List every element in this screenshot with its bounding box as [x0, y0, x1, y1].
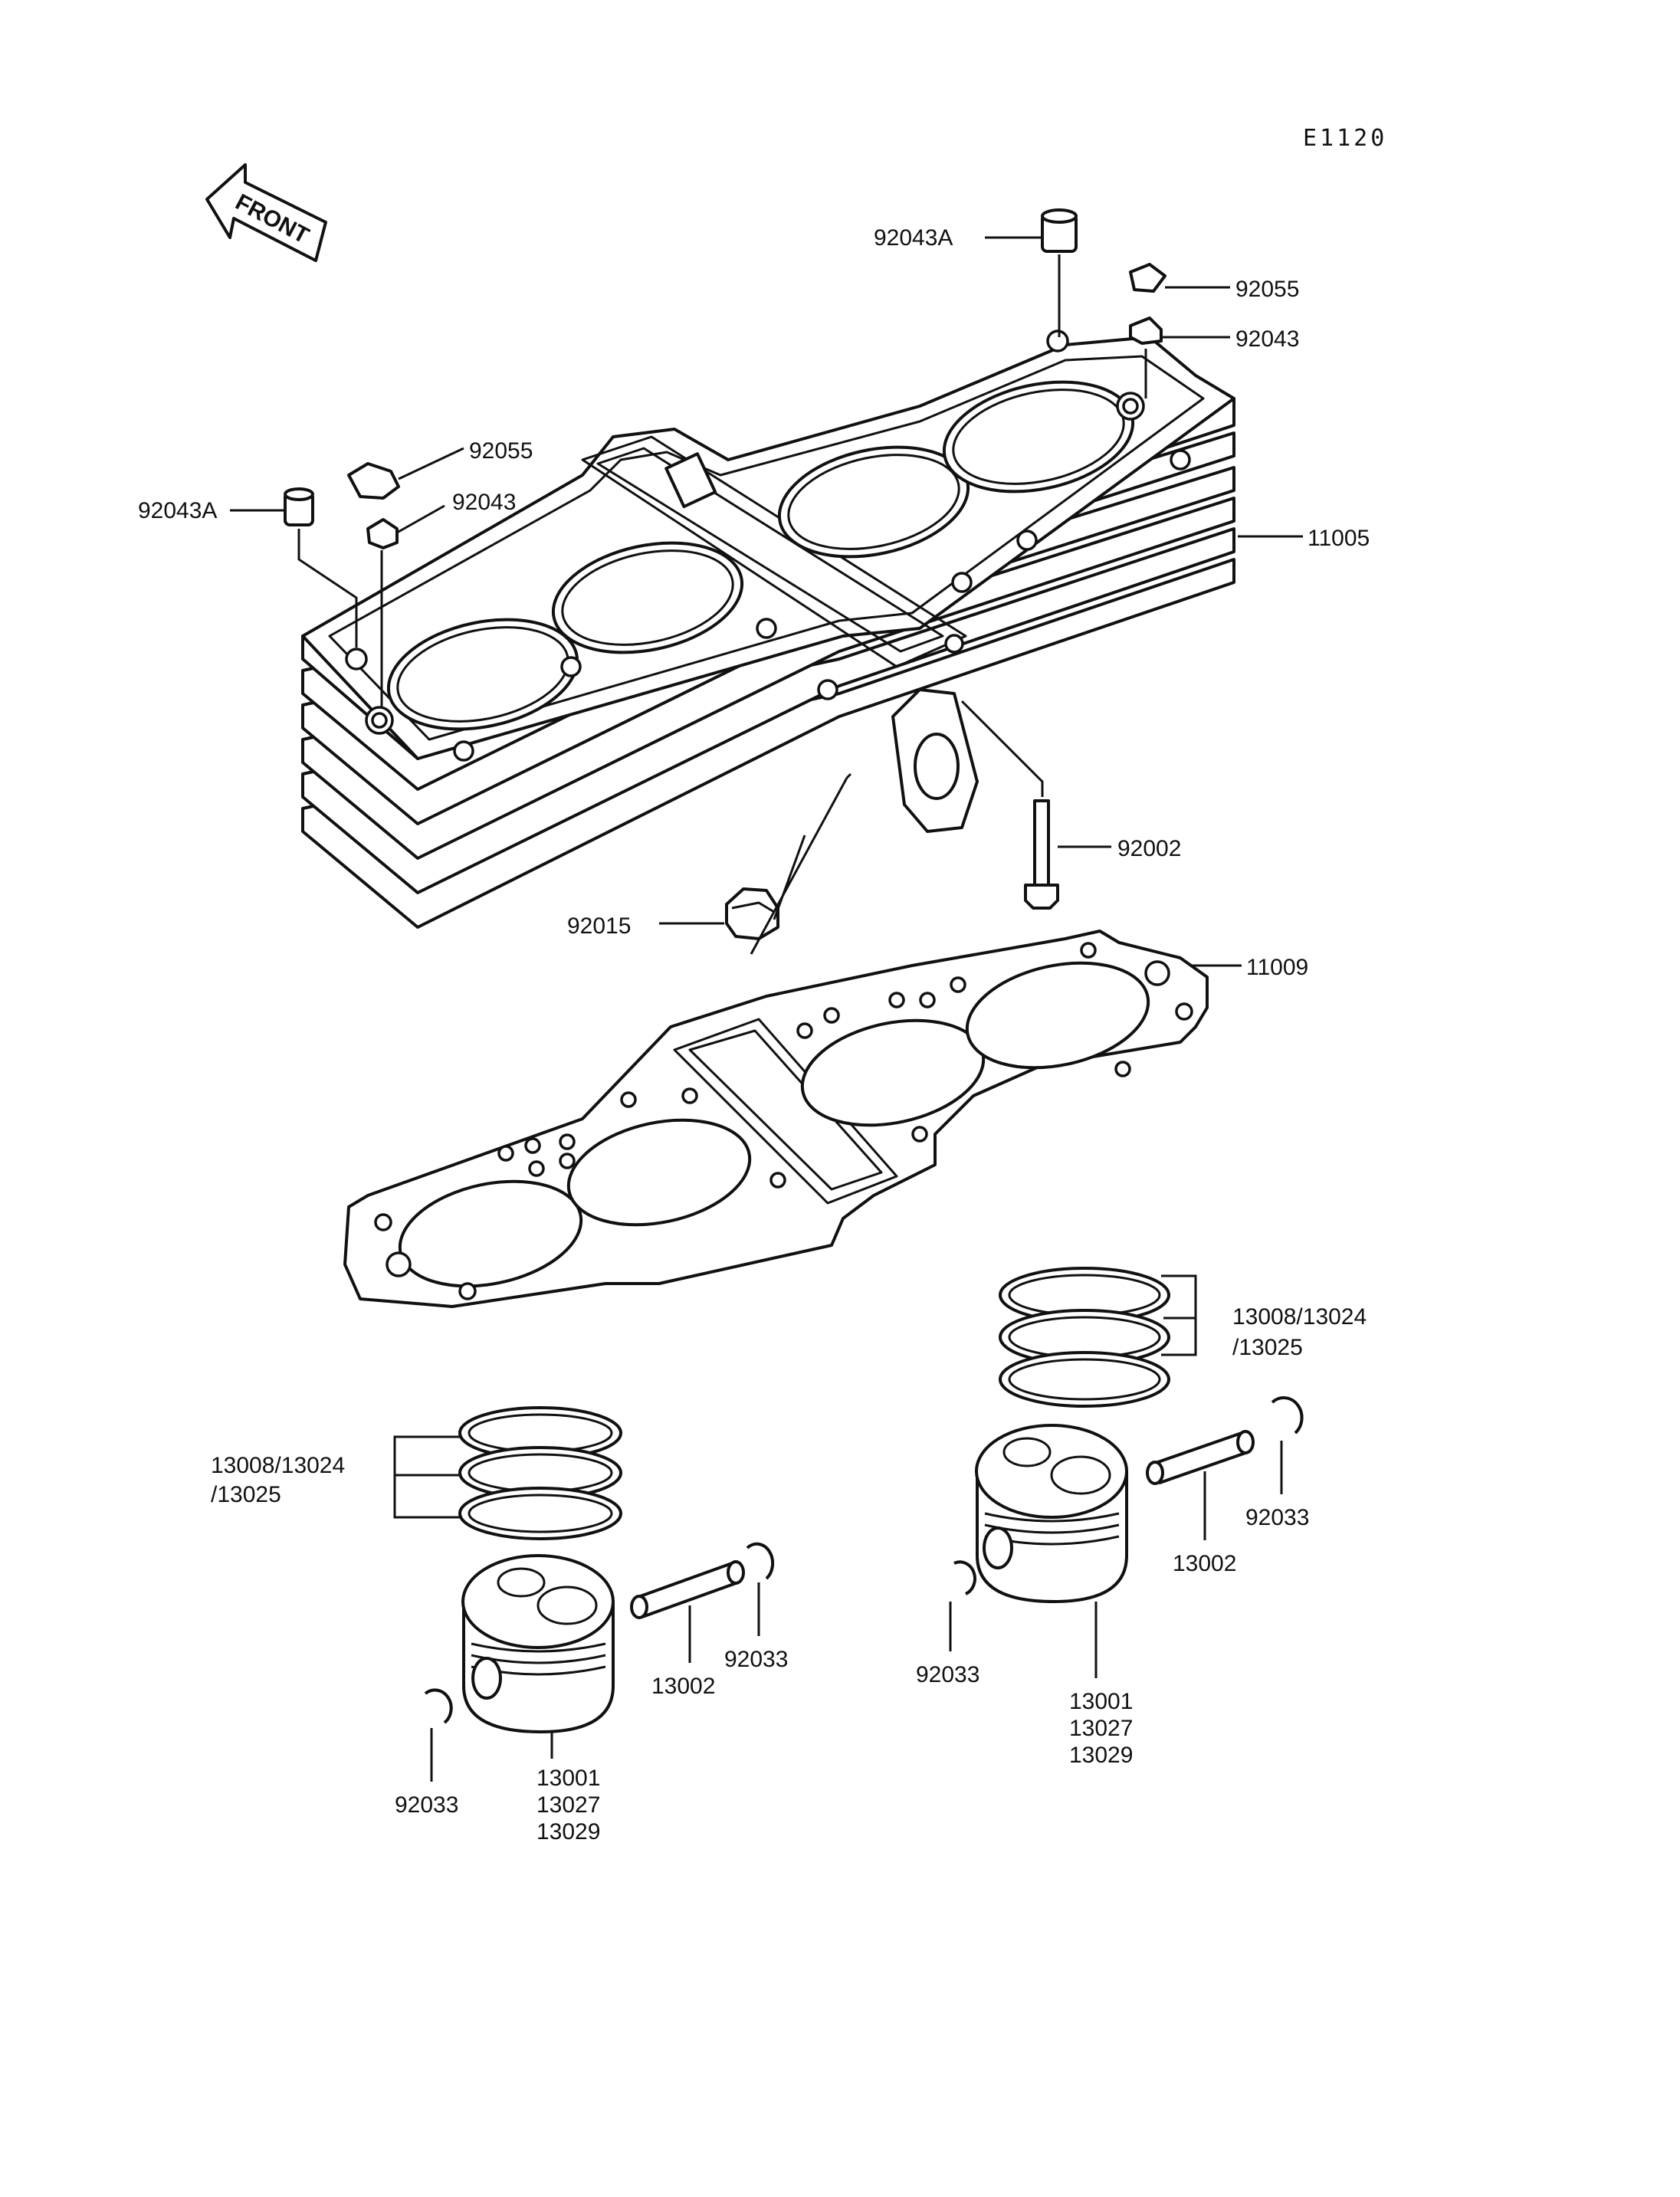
label-piston-left-3: 13029: [536, 1819, 600, 1844]
label-11005: 11005: [1308, 526, 1370, 551]
label-clip-right-a: 92033: [1245, 1505, 1309, 1530]
collar-92043-top: [1129, 316, 1163, 345]
label-piston-right-2: 13027: [1069, 1716, 1133, 1741]
label-clip-left-a: 92033: [724, 1647, 788, 1672]
collar-92043-left: [366, 518, 399, 549]
diagram-code: E1120: [1303, 125, 1387, 152]
label-92015: 92015: [567, 913, 631, 939]
label-92002: 92002: [1117, 836, 1181, 861]
gasket-92055-top: [1129, 263, 1166, 293]
label-piston-left-2: 13027: [536, 1792, 600, 1818]
label-piston-right-1: 13001: [1069, 1689, 1133, 1714]
bolt-92002: [1024, 799, 1059, 910]
front-arrow-icon: FRONT: [205, 163, 327, 262]
cylinder-block: [301, 330, 1235, 929]
base-gasket-11009: [343, 930, 1209, 1308]
label-92055-left: 92055: [469, 438, 533, 464]
label-rings-left-1: 13008/13024: [211, 1453, 345, 1478]
circlip-right-b: [953, 1560, 976, 1595]
circlip-right-a: [1271, 1396, 1304, 1435]
label-clip-right-b: 92033: [916, 1662, 979, 1687]
piston-rings-left: [458, 1406, 622, 1540]
label-92043-top: 92043: [1235, 326, 1299, 352]
label-92055-top: 92055: [1235, 277, 1299, 302]
label-pin-right: 13002: [1173, 1551, 1236, 1576]
label-rings-right-2: /13025: [1232, 1335, 1303, 1360]
label-piston-left-1: 13001: [536, 1766, 600, 1791]
circlip-left-b: [424, 1688, 453, 1724]
piston-right: [975, 1424, 1128, 1603]
label-11009: 11009: [1246, 955, 1308, 980]
label-rings-right-1: 13008/13024: [1232, 1304, 1367, 1330]
bolt-cap-92043A-left: [284, 487, 314, 526]
bolt-cap-92043A-top: [1041, 208, 1078, 253]
nut-92015: [725, 887, 779, 940]
label-92043A-left: 92043A: [138, 498, 217, 523]
piston-left: [461, 1554, 615, 1733]
label-clip-left-b: 92033: [395, 1792, 458, 1818]
piston-pin-left: [630, 1560, 745, 1619]
piston-rings-right: [999, 1267, 1170, 1408]
label-92043-left: 92043: [452, 490, 516, 515]
piston-pin-right: [1146, 1430, 1255, 1485]
gasket-92055-left: [347, 462, 400, 500]
label-92043A-top: 92043A: [874, 225, 953, 251]
label-piston-right-3: 13029: [1069, 1743, 1133, 1768]
label-pin-left: 13002: [651, 1674, 715, 1699]
circlip-left-a: [746, 1542, 775, 1580]
label-rings-left-2: /13025: [211, 1482, 281, 1507]
